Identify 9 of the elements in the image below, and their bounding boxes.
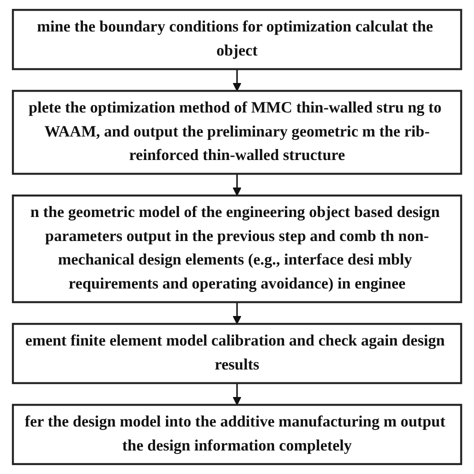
node-box: n the geometric model of the engineering object based design parameters output in the previous step and comb th non-mechanical design elements (e.g., interface desi mbly requirements and operating avoidance) in enginee	[12, 194, 462, 304]
node-box: plete the optimization method of MMC thin-walled stru ng to WAAM, and output the preliminary geometric m the rib-reinforced thin-walled structure	[12, 90, 462, 175]
node-box: mine the boundary conditions for optimization calculat the object	[12, 8, 462, 70]
arrow	[232, 174, 242, 196]
arrow	[232, 302, 242, 324]
arrow	[232, 69, 242, 92]
node-box: fer the design model into the additive manufacturing m output the design information completely	[12, 404, 462, 466]
arrow	[232, 383, 242, 406]
node-box: ement finite element model calibration and check again design results	[12, 322, 462, 384]
